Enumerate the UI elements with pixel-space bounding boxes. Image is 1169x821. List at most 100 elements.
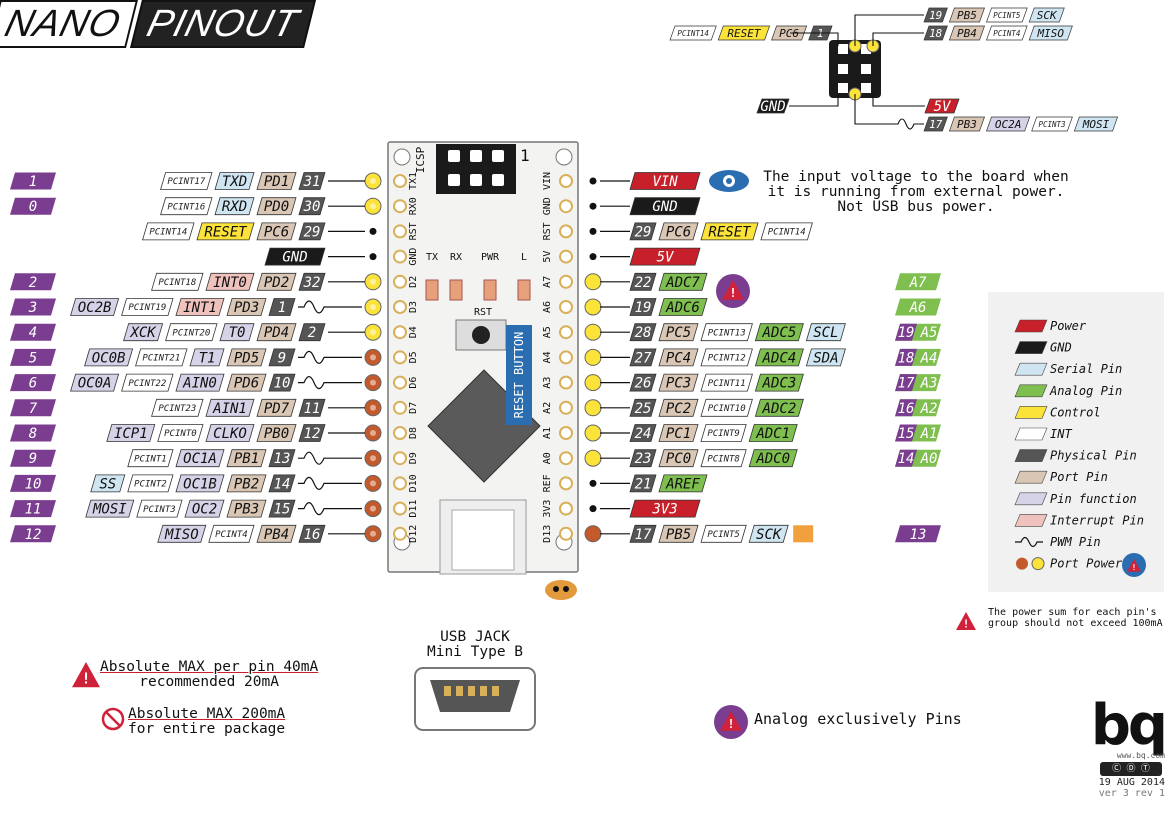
right-pin-d13-3-label: SCK bbox=[756, 527, 783, 543]
arduino-num-3: 3 bbox=[28, 300, 37, 316]
arduino-num-box-10 bbox=[10, 474, 56, 492]
left-pin-d11-2-label: OC2 bbox=[192, 502, 217, 518]
left-pin-d7-1-box bbox=[205, 398, 255, 417]
legend-swatch-serial bbox=[1014, 362, 1048, 376]
arduino-num-box-4 bbox=[10, 323, 56, 341]
pin-dot-r-2 bbox=[589, 227, 597, 235]
left-pin-d10-1-box bbox=[127, 474, 174, 493]
icsp-sck-row-label-2: PCINT5 bbox=[993, 11, 1021, 20]
right-pin-rst-2-box bbox=[700, 222, 759, 241]
port-power-dot-r-8 bbox=[584, 374, 602, 392]
max-pin-line1: Absolute MAX per pin 40mA bbox=[100, 659, 319, 675]
arduino-right-num-7: 18 bbox=[898, 350, 915, 366]
right-pin-a2-0-box bbox=[629, 398, 657, 417]
legend-label-control: Control bbox=[1050, 405, 1101, 419]
eye-icon-pupil bbox=[726, 178, 732, 184]
pin-dot-r-3 bbox=[589, 253, 597, 261]
arduino-right-label-4: A7 bbox=[909, 275, 927, 291]
left-pin-d3-3-box bbox=[226, 298, 267, 316]
right-pin-a5-0-box bbox=[629, 323, 657, 342]
left-pin-tx1-3-box bbox=[298, 172, 326, 190]
left-pin-d3-2-box bbox=[175, 298, 225, 316]
left-pin-rst-0-label: PCINT14 bbox=[149, 228, 187, 238]
arduino-right-analog-10: A1 bbox=[920, 426, 938, 442]
right-pin-gnd-0-label: GND bbox=[652, 199, 677, 215]
arduino-right-num-box-7 bbox=[895, 348, 917, 366]
left-pin-d10-0-box bbox=[90, 474, 126, 493]
port-power-dot-core-13 bbox=[370, 505, 376, 512]
arduino-right-num-6: 19 bbox=[898, 325, 915, 341]
icsp-sck-row-box-2 bbox=[986, 7, 1028, 23]
icsp-connector-pin bbox=[838, 83, 848, 93]
icsp-label: ICSP bbox=[414, 146, 427, 173]
icsp-pin bbox=[448, 150, 460, 162]
left-pin-rx0-2-box bbox=[256, 197, 297, 216]
left-pin-rst-3-box bbox=[298, 222, 326, 241]
board-pin-r-rst bbox=[559, 224, 573, 239]
arduino-num-box-12 bbox=[10, 525, 56, 543]
right-pin-a3-1-label: PC3 bbox=[666, 376, 691, 392]
right-pin-gnd-0-box bbox=[629, 197, 701, 216]
legend-label-function: Pin function bbox=[1050, 492, 1137, 506]
board-pin-label-d8: D8 bbox=[408, 427, 419, 439]
icsp-5v-wire bbox=[872, 94, 925, 107]
right-pin-d13-2-label: PCINT5 bbox=[707, 530, 740, 540]
icsp-gnd-box bbox=[756, 98, 790, 114]
icsp-5v-box bbox=[924, 98, 960, 114]
left-pin-rst-3-label: 29 bbox=[304, 224, 321, 240]
legend-label-serial: Serial Pin bbox=[1050, 362, 1122, 376]
port-power-dot-r-9 bbox=[584, 399, 602, 417]
left-pin-d7-2-box bbox=[256, 398, 297, 417]
pin-dot-2 bbox=[369, 227, 377, 235]
board-mount-hole bbox=[393, 148, 411, 166]
left-pin-d12-2-box bbox=[256, 524, 297, 543]
arduino-right-num-10: 15 bbox=[898, 426, 915, 442]
board-pin-r-a1 bbox=[559, 426, 573, 440]
arduino-num-11: 11 bbox=[25, 502, 42, 518]
left-pin-d7-1-label: AIN1 bbox=[212, 401, 247, 417]
port-power-dot-r-11 bbox=[584, 449, 602, 467]
left-pin-rx0-1-label: RXD bbox=[222, 199, 247, 215]
left-pin-d2-3-label: 32 bbox=[303, 275, 321, 291]
arduino-num-box-6 bbox=[10, 374, 56, 392]
port-power-dot-core-11 bbox=[370, 455, 376, 462]
right-pin-a4-3-box bbox=[754, 348, 804, 367]
left-pin-d11-4-box bbox=[268, 499, 296, 518]
arduino-num-box-0 bbox=[10, 197, 56, 215]
left-pin-d8-1-box bbox=[157, 424, 204, 442]
left-pin-d4-3-box bbox=[256, 323, 297, 342]
legend-swatch-port bbox=[1014, 470, 1048, 484]
pwm-wave-7 bbox=[298, 350, 362, 364]
arduino-right-num-box-6 bbox=[895, 323, 917, 341]
left-pin-d8-2-box bbox=[205, 424, 255, 442]
board-pin-rx0 bbox=[393, 199, 407, 214]
right-pin-a6-0-box bbox=[629, 298, 657, 316]
led-pwr bbox=[483, 279, 497, 301]
port-power-dot-r-6 bbox=[584, 323, 602, 341]
arduino-right-analog-11: A0 bbox=[920, 451, 938, 467]
arduino-right-num-8: 17 bbox=[898, 376, 915, 392]
left-pin-d9-0-box bbox=[127, 449, 174, 468]
left-pin-d11-2-box bbox=[184, 499, 225, 518]
board-pin-label-r-a7: A7 bbox=[542, 276, 553, 288]
icsp-sck-row-label-0: 19 bbox=[929, 9, 942, 22]
pwm-wave-5 bbox=[298, 300, 362, 314]
right-pin-a4-2-box bbox=[700, 348, 753, 367]
left-pin-d5-0-box bbox=[84, 348, 134, 367]
icsp-mosi-row-box-4 bbox=[1073, 116, 1119, 132]
left-pin-d10-4-box bbox=[268, 474, 296, 493]
arduino-num-box-11 bbox=[10, 500, 56, 518]
right-pin-a1-0-label: 24 bbox=[635, 426, 652, 442]
right-pin-a3-3-box bbox=[754, 373, 804, 392]
port-power-dot-core-10 bbox=[370, 430, 376, 436]
left-pin-d4-2-box bbox=[219, 323, 255, 342]
icsp-reset-row-label-0: PCINT14 bbox=[677, 29, 709, 38]
right-pin-3v3-0-box bbox=[629, 499, 701, 518]
icsp-miso-wire bbox=[872, 32, 924, 46]
max-package-line1: Absolute MAX 200mA bbox=[128, 706, 286, 722]
right-pin-a0-2-box bbox=[700, 449, 747, 468]
left-pin-d6-4-label: 10 bbox=[274, 376, 291, 392]
left-pin-d12-3-box bbox=[298, 524, 326, 543]
legend-swatch-function bbox=[1014, 492, 1048, 506]
arduino-right-num-9: 16 bbox=[898, 401, 915, 417]
